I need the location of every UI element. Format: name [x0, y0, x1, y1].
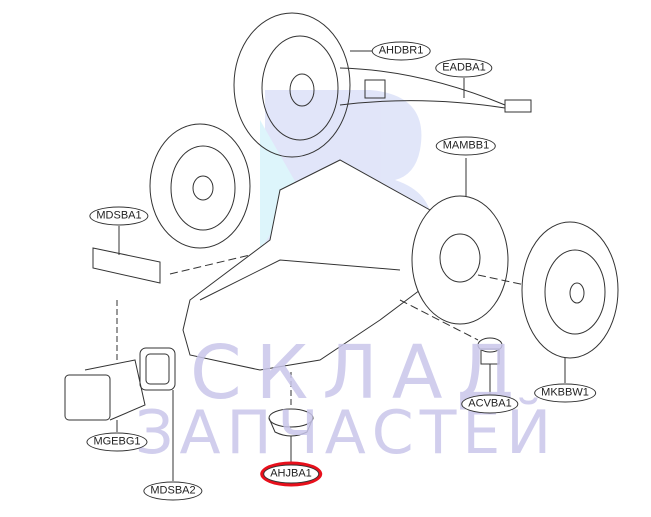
wheel-part-mkbbw1 [477, 221, 619, 383]
side-cover-part-mambb1 [411, 158, 509, 325]
part-label-mdsba2[interactable]: MDSBA2 [143, 481, 203, 501]
motor-part-ahdbr1 [233, 12, 378, 158]
part-label-ahjba1-highlighted[interactable]: AHJBA1 [263, 464, 319, 484]
gasket-part-mdsba2 [139, 347, 176, 481]
filter-pad-part-mdsba1 [92, 226, 251, 360]
part-label-ahdbr1[interactable]: AHDBR1 [371, 41, 431, 61]
watermark-text-line1: СКЛАД [190, 330, 529, 416]
part-label-mdsba1[interactable]: MDSBA1 [89, 206, 149, 226]
part-label-mambb1[interactable]: MAMBB1 [435, 136, 497, 156]
part-label-acvba1[interactable]: ACVBA1 [461, 394, 519, 414]
part-label-mgebg1[interactable]: MGEBG1 [86, 432, 148, 452]
joint-part-ahjba1 [268, 408, 314, 464]
part-label-mkbbw1[interactable]: MKBBW1 [534, 383, 596, 403]
cable-part-eadba1 [339, 67, 532, 113]
caster-part-acvba1 [399, 299, 503, 394]
filter-plate-part [149, 123, 251, 249]
inlet-part-mgebg1 [64, 359, 146, 432]
part-label-eadba1[interactable]: EADBA1 [435, 58, 493, 78]
